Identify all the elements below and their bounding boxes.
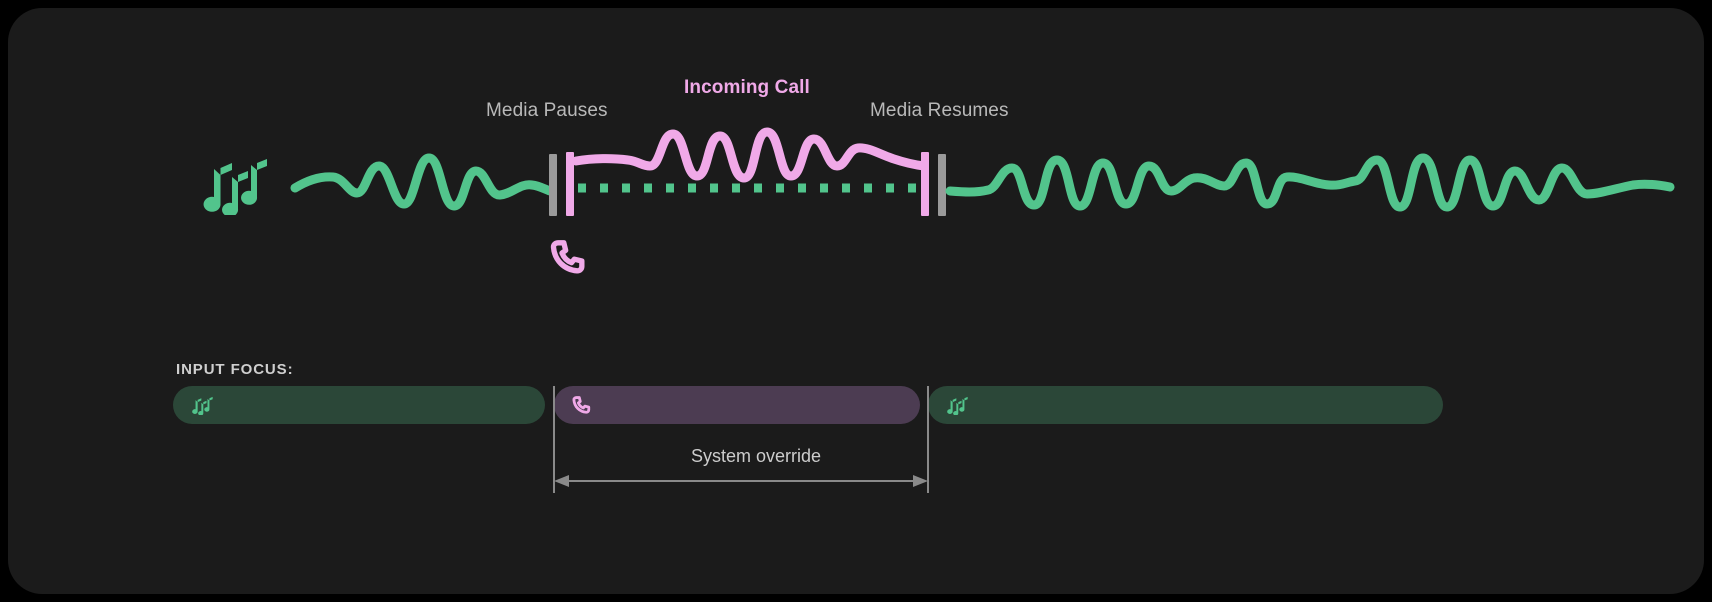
input-focus-track <box>173 386 1443 424</box>
phone-icon <box>571 394 592 416</box>
pause-marker-pink <box>566 152 574 216</box>
override-arrow-head-left <box>554 475 569 487</box>
resume-marker-grey <box>938 154 946 216</box>
system-override-label: System override <box>690 446 822 466</box>
music-notes-icon <box>945 395 969 415</box>
override-arrow-head-right <box>913 475 928 487</box>
media-wave-after <box>945 153 1675 212</box>
input-focus-title: INPUT FOCUS: <box>176 361 294 378</box>
media-wave-before <box>290 153 555 211</box>
focus-segment-call[interactable] <box>554 386 920 424</box>
label-incoming-call: Incoming Call <box>684 77 810 98</box>
music-notes-icon <box>198 153 270 220</box>
label-media-pauses: Media Pauses <box>486 100 608 121</box>
diagram-card: Media Pauses Incoming Call Media Resumes… <box>8 8 1704 594</box>
input-focus-section: INPUT FOCUS: <box>8 328 1704 594</box>
pause-marker-grey <box>549 154 557 216</box>
label-media-resumes: Media Resumes <box>870 100 1009 121</box>
focus-segment-media-after[interactable] <box>928 386 1443 424</box>
focus-segment-media-before[interactable] <box>173 386 545 424</box>
waveform-canvas <box>290 127 1675 216</box>
resume-marker-pink <box>921 152 929 216</box>
phone-icon <box>548 236 588 283</box>
call-wave <box>571 127 929 183</box>
music-notes-icon <box>190 395 214 415</box>
audio-timeline: Media Pauses Incoming Call Media Resumes <box>8 8 1704 328</box>
